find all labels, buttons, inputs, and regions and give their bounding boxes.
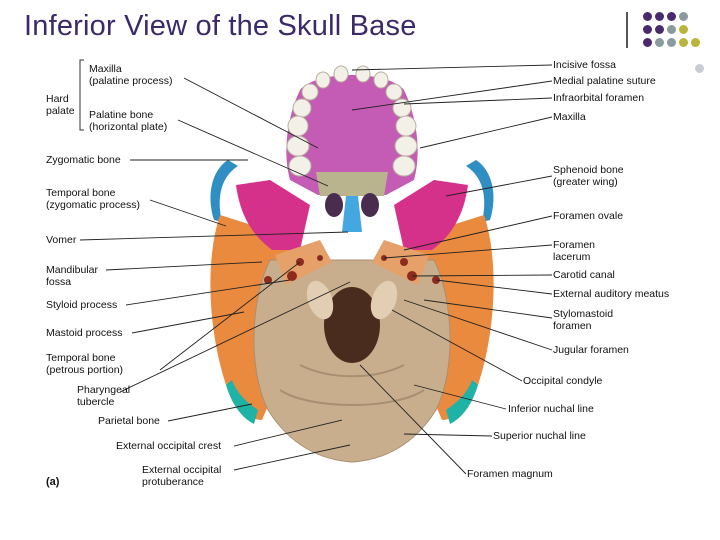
decor-dot (655, 25, 664, 34)
label-temporal-petrous-portion: Temporal bone (petrous portion) (46, 352, 124, 376)
decor-dot (691, 38, 700, 47)
decor-dot (643, 38, 652, 47)
label-infraorbital-foramen: Infraorbital foramen (553, 92, 645, 104)
choana-left (325, 193, 343, 217)
leader-lines-right (351, 64, 553, 475)
label-palatine-bone: Palatine bone (horizontal plate) (89, 109, 168, 133)
label-styloid-process: Styloid process (46, 299, 118, 311)
label-foramen-lacerum: Foramen lacerum (553, 239, 596, 263)
label-sphenoid-greater-wing: Sphenoid bone (greater wing) (553, 164, 624, 188)
label-carotid-canal: Carotid canal (553, 269, 615, 281)
occipital-condyle-left (306, 280, 334, 320)
decor-dot (655, 38, 664, 47)
label-incisive-fossa: Incisive fossa (553, 59, 617, 71)
foramen-magnum (324, 287, 380, 363)
title-divider (626, 12, 628, 48)
decor-dot (643, 25, 652, 34)
label-pharyngeal-tubercle: Pharyngeal tubercle (77, 384, 131, 408)
decor-dot (667, 25, 676, 34)
label-external-occipital-crest: External occipital crest (116, 440, 222, 452)
label-occipital-condyle: Occipital condyle (523, 375, 603, 387)
label-foramen-magnum: Foramen magnum (467, 468, 553, 480)
label-parietal-bone: Parietal bone (98, 415, 160, 427)
label-stylomastoid-foramen: Stylomastoid foramen (553, 308, 614, 332)
label-jugular-foramen: Jugular foramen (553, 344, 629, 356)
decor-dot (667, 12, 676, 21)
sphenoid-left (236, 180, 310, 250)
palatine-bone (316, 172, 388, 196)
occipital-condyle-right (370, 280, 398, 320)
label-vomer: Vomer (46, 234, 77, 246)
panel-letter: (a) (46, 476, 60, 488)
parietal-right (446, 380, 478, 424)
label-maxilla: Maxilla (553, 111, 586, 123)
label-zygomatic-bone: Zygomatic bone (46, 154, 121, 166)
label-superior-nuchal-line: Superior nuchal line (493, 430, 586, 442)
slide-title: Inferior View of the Skull Base (24, 10, 417, 42)
label-external-occipital-protuberance: External occipital protuberance (142, 464, 222, 488)
decor-dot (679, 12, 688, 21)
label-maxilla-palatine-process: Maxilla (palatine process) (89, 63, 173, 87)
decor-dot (695, 64, 704, 73)
label-hard-palate: Hard palate (46, 93, 75, 117)
label-temporal-zygomatic-process: Temporal bone (zygomatic process) (46, 187, 140, 211)
label-external-auditory-meatus: External auditory meatus (553, 288, 670, 300)
zygomatic-arch-right (466, 160, 494, 222)
decor-dot (679, 25, 688, 34)
hard-palate-bracket (79, 59, 84, 131)
decor-dot (667, 38, 676, 47)
zygomatic-arch-left (210, 160, 238, 222)
decor-dot (643, 12, 652, 21)
decor-dot (655, 12, 664, 21)
label-mandibular-fossa: Mandibular fossa (46, 264, 98, 288)
label-mastoid-process: Mastoid process (46, 327, 123, 339)
label-medial-palatine-suture: Medial palatine suture (553, 75, 656, 87)
nuchal-line (279, 389, 425, 406)
parietal-left (226, 380, 258, 424)
choana-right (361, 193, 379, 217)
nuchal-line (299, 364, 405, 378)
leader-lines-left (79, 77, 351, 471)
label-foramen-ovale: Foramen ovale (553, 210, 624, 222)
decor-dot (679, 38, 688, 47)
vomer (342, 196, 362, 232)
label-inferior-nuchal-line: Inferior nuchal line (508, 403, 594, 415)
sphenoid-right (394, 180, 468, 250)
